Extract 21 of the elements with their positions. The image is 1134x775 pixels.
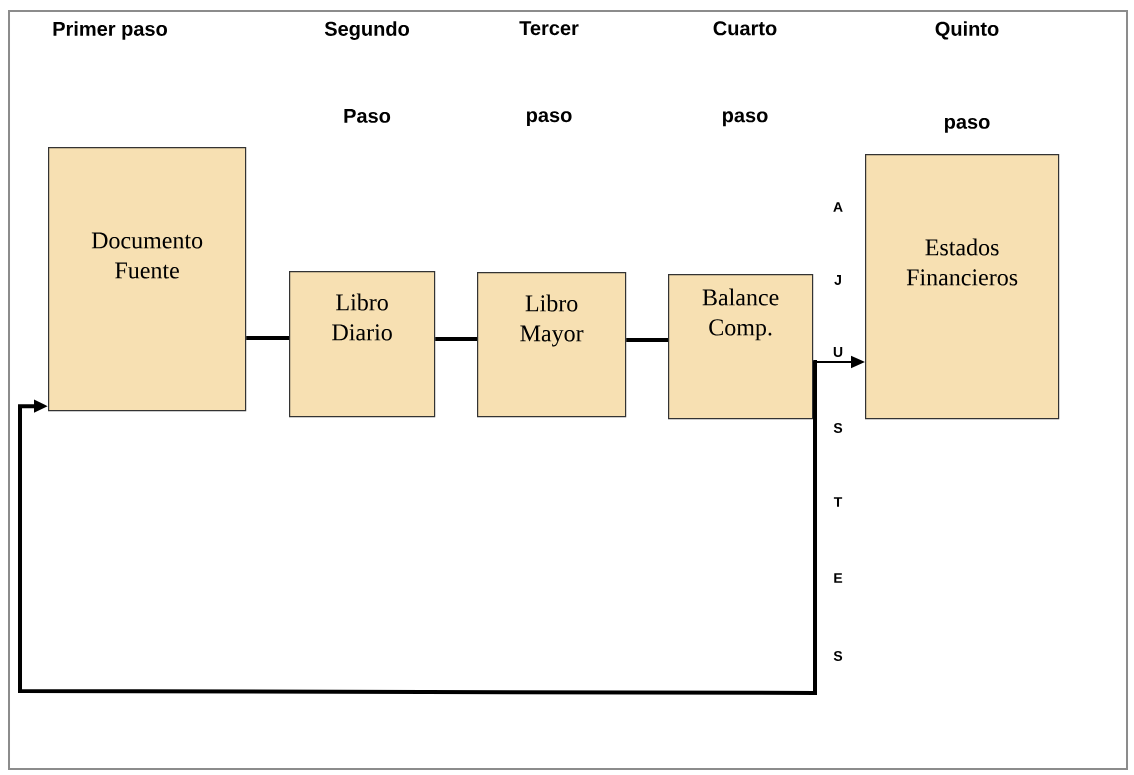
- step-heading: Primer paso: [53, 21, 167, 40]
- vertical-letter: S: [833, 651, 843, 661]
- process-box: Estados Financieros: [865, 154, 1060, 420]
- process-box: Libro Mayor: [477, 272, 627, 418]
- connector-line: [435, 337, 477, 341]
- vertical-letter: A: [833, 202, 843, 212]
- vertical-letter: J: [834, 275, 841, 285]
- step-heading: Cuarto paso: [713, 21, 777, 127]
- step-heading: Quinto paso: [935, 21, 999, 133]
- arrow: [18, 360, 817, 695]
- vertical-letter: U: [833, 347, 843, 357]
- process-box: Balance Comp.: [668, 274, 814, 420]
- vertical-letter: S: [833, 423, 843, 433]
- vertical-letter: T: [833, 497, 843, 507]
- connector-line: [626, 338, 668, 342]
- process-box: Libro Diario: [289, 271, 436, 418]
- connector-line: [246, 336, 289, 340]
- step-heading: Tercer paso: [519, 21, 579, 127]
- step-heading: Segundo Paso: [324, 21, 409, 123]
- vertical-letter: E: [834, 573, 843, 583]
- process-box: Documento Fuente: [48, 147, 247, 412]
